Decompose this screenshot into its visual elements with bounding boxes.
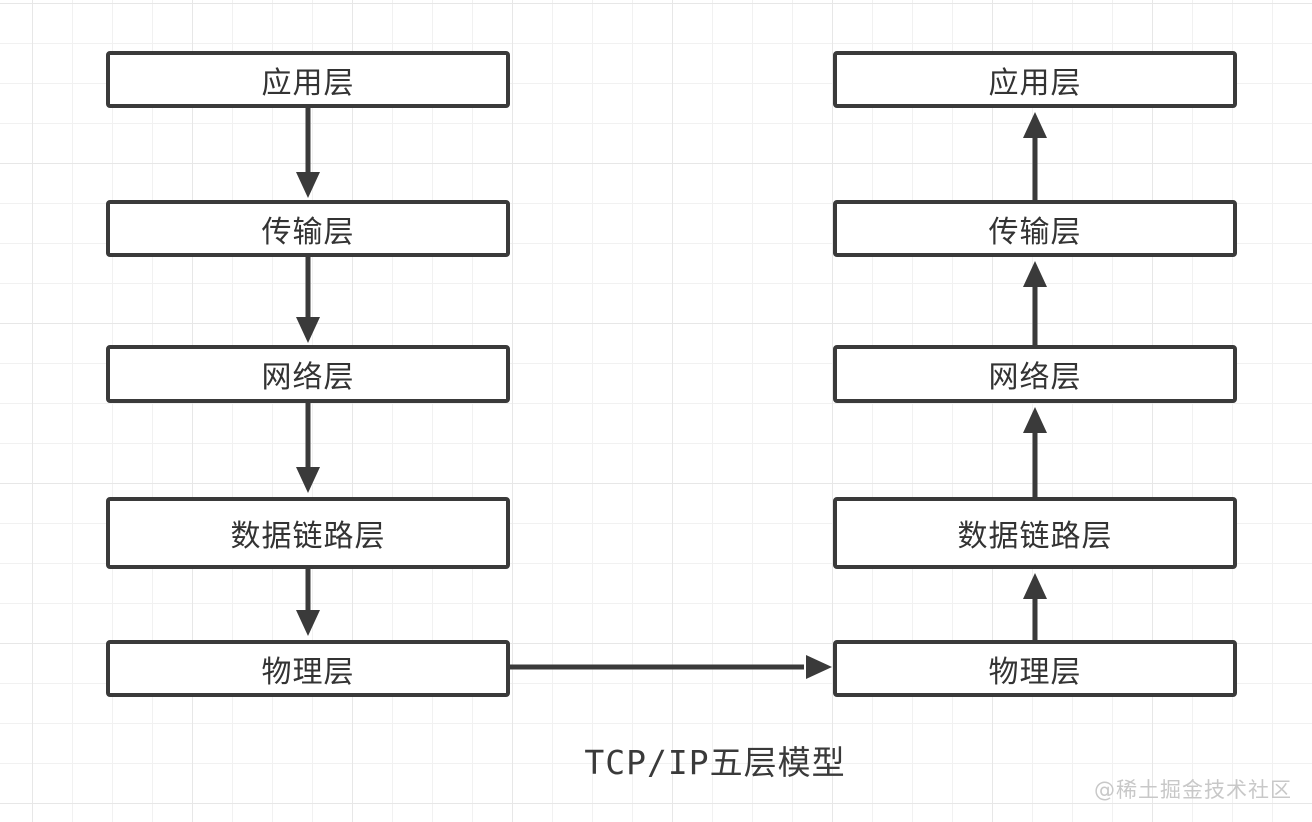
- right-layer-box-transport: 传输层: [833, 200, 1237, 257]
- up-arrow-transport-to-application: [1023, 112, 1047, 200]
- down-arrow-network-to-datalink: [296, 403, 320, 493]
- left-layer-box-network: 网络层: [106, 345, 510, 403]
- up-arrow-datalink-to-network: [1023, 407, 1047, 497]
- right-layer-label-physical: 物理层: [988, 654, 1082, 690]
- right-layer-label-datalink: 数据链路层: [957, 519, 1113, 554]
- right-layer-box-physical: 物理层: [833, 640, 1237, 697]
- up-arrow-network-to-transport: [1023, 261, 1047, 345]
- cross-arrow-physical-to-physical: [510, 655, 832, 679]
- left-layer-label-application: 应用层: [261, 65, 355, 101]
- up-arrow-physical-to-datalink: [1023, 573, 1047, 640]
- left-layer-box-application: 应用层: [106, 51, 510, 108]
- left-layer-label-datalink: 数据链路层: [230, 519, 386, 554]
- left-layer-label-network: 网络层: [261, 360, 355, 395]
- watermark-text: @稀土掘金技术社区: [1094, 778, 1292, 802]
- down-arrow-datalink-to-physical: [296, 569, 320, 636]
- left-layer-box-physical: 物理层: [106, 640, 510, 697]
- diagram-title: TCP/IP五层模型: [584, 743, 846, 782]
- down-arrow-transport-to-network: [296, 257, 320, 343]
- right-layer-box-datalink: 数据链路层: [833, 497, 1237, 569]
- left-layer-label-physical: 物理层: [261, 654, 355, 690]
- right-layer-label-transport: 传输层: [988, 214, 1082, 250]
- right-layer-box-network: 网络层: [833, 345, 1237, 403]
- down-arrow-application-to-transport: [296, 108, 320, 198]
- left-layer-box-datalink: 数据链路层: [106, 497, 510, 569]
- right-layer-box-application: 应用层: [833, 51, 1237, 108]
- right-layer-label-application: 应用层: [988, 65, 1082, 101]
- left-layer-label-transport: 传输层: [261, 214, 355, 250]
- left-layer-box-transport: 传输层: [106, 200, 510, 257]
- right-layer-label-network: 网络层: [988, 360, 1082, 395]
